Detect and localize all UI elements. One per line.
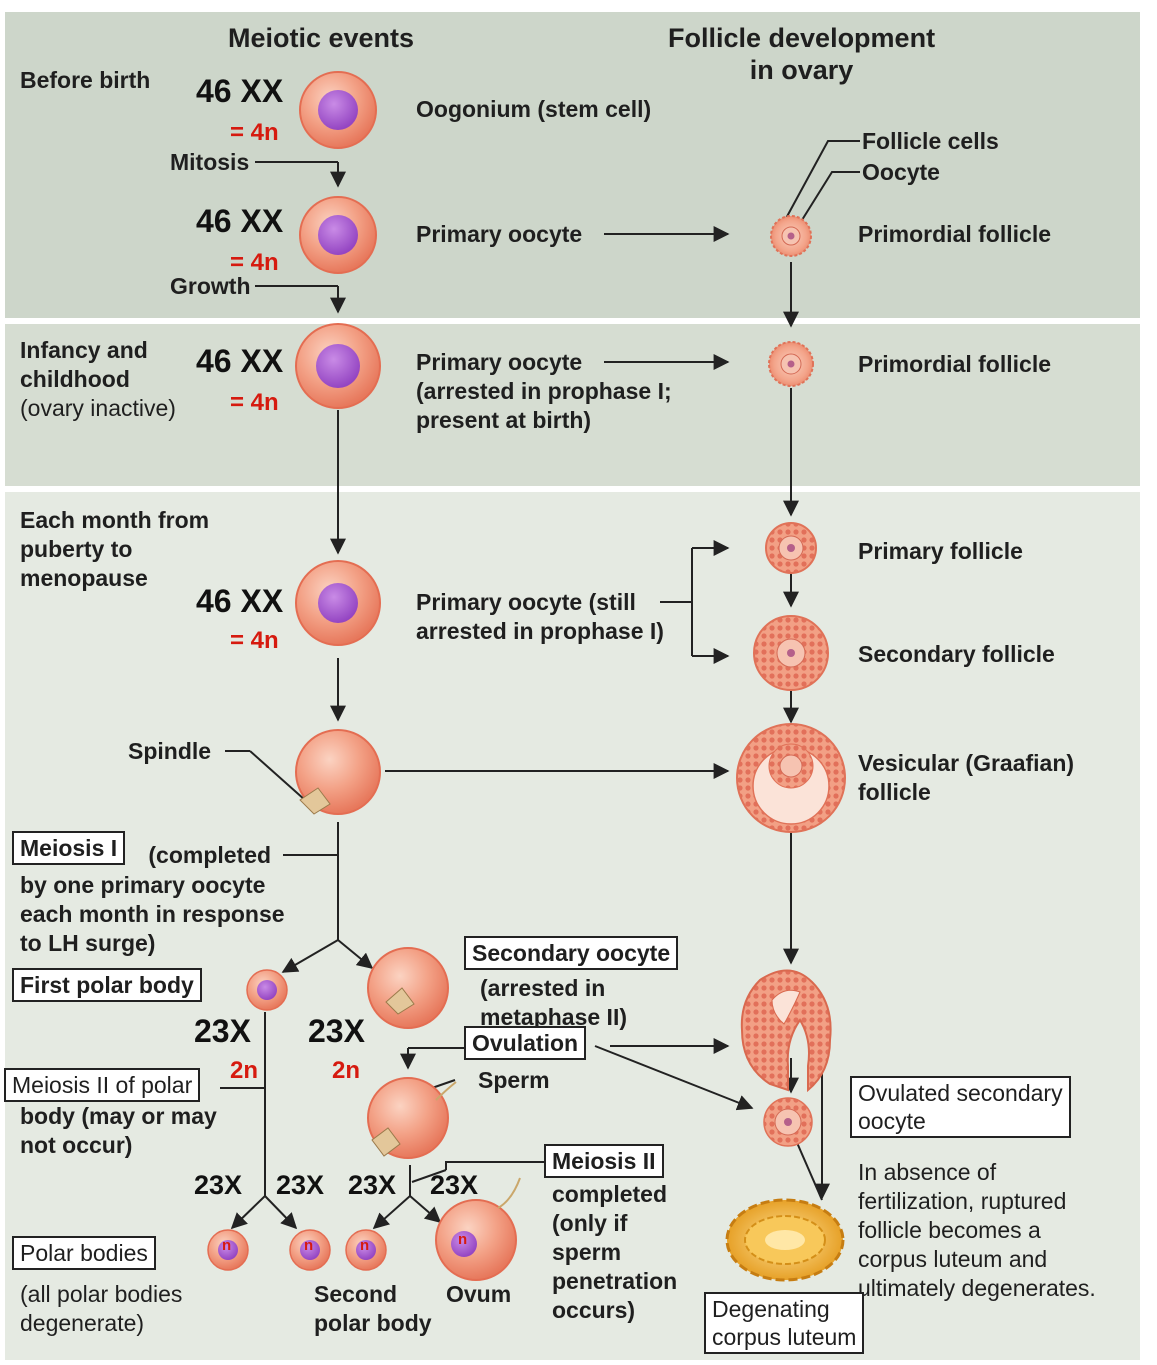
second-polar-body-n-label: n	[360, 1237, 370, 1254]
polar-body-ploidy: 2n	[230, 1057, 259, 1084]
oocyte-label: Oocyte	[862, 159, 940, 185]
final-chromosomes-4: 23X	[430, 1170, 479, 1200]
primary-oocyte-cell-3	[295, 560, 381, 646]
primary-oocyte-1-chromosomes: 46 XX	[196, 203, 284, 239]
primary-oocyte-3-chromosomes: 46 XX	[196, 583, 284, 619]
secondary-oocyte-label: Secondary oocyte	[464, 936, 679, 970]
follicle-cells-label: Follicle cells	[862, 128, 999, 154]
vesicular-follicle-label: Vesicular (Graafian) follicle	[858, 750, 1075, 805]
secondary-oocyte-chromosomes: 23X	[308, 1013, 365, 1049]
primary-oocyte-2-ploidy: = 4n	[230, 389, 279, 416]
ovulated-secondary-oocyte-icon	[763, 1097, 813, 1147]
fertilized-oocyte-cell	[367, 1077, 457, 1159]
primary-follicle-label: Primary follicle	[858, 538, 1023, 564]
primordial-follicle-2-label: Primordial follicle	[858, 351, 1051, 377]
meiosis-2-polar-label: Meiosis II of polar	[4, 1068, 201, 1102]
oogonium-chromosomes: 46 XX	[196, 73, 284, 109]
growth-label: Growth	[170, 273, 251, 299]
header-follicle-development: Follicle development in ovary	[668, 23, 936, 85]
meiosis-1-note: by one primary oocyte each month in resp…	[20, 872, 285, 956]
mitosis-label: Mitosis	[170, 149, 250, 175]
second-polar-body-cell	[345, 1229, 387, 1271]
corpus-luteum-note: In absence of fertilization, ruptured fo…	[858, 1159, 1096, 1301]
ovulation-label: Ovulation	[464, 1026, 587, 1060]
ovum-n-label: n	[458, 1231, 468, 1248]
first-polar-body-cell	[246, 969, 288, 1011]
oogonium-cell	[299, 71, 377, 149]
corpus-luteum-icon	[725, 1198, 845, 1282]
secondary-oocyte-ploidy: 2n	[332, 1057, 361, 1084]
primary-oocyte-cell-2	[295, 323, 381, 409]
primary-oocyte-2-chromosomes: 46 XX	[196, 343, 284, 379]
final-chromosomes-2: 23X	[276, 1170, 325, 1200]
primary-oocyte-1-label: Primary oocyte	[416, 221, 583, 247]
polar-body-cell-2	[289, 1229, 331, 1271]
meiosis-2-note: completed (only if sperm penetration occ…	[552, 1181, 678, 1323]
stage-infancy-note: (ovary inactive)	[20, 395, 176, 421]
primary-oocyte-3-ploidy: = 4n	[230, 627, 279, 654]
ovum-label: Ovum	[446, 1281, 512, 1307]
stage-before-birth: Before birth	[20, 67, 151, 93]
oogonium-ploidy: = 4n	[230, 119, 279, 146]
panel-infancy	[5, 324, 1140, 486]
polar-body-2-n-label: n	[304, 1237, 314, 1254]
primary-oocyte-1-ploidy: = 4n	[230, 249, 279, 276]
oogonium-label: Oogonium (stem cell)	[416, 96, 652, 122]
ruptured-follicle-icon	[740, 969, 832, 1093]
final-chromosomes-1: 23X	[194, 1170, 243, 1200]
sperm-label: Sperm	[478, 1067, 550, 1093]
polar-bodies-note: (all polar bodies degenerate)	[20, 1281, 183, 1336]
primary-follicle-icon	[765, 522, 817, 574]
stage-puberty: Each month from puberty to menopause	[20, 507, 210, 591]
polar-body-cell-1	[207, 1229, 249, 1271]
primordial-follicle-2-icon	[768, 341, 814, 387]
connector-lines	[220, 140, 860, 1230]
spindle-label: Spindle	[128, 738, 212, 764]
meiosis-1-completed-label: (completed	[142, 842, 272, 868]
meiosis-2-polar-note: body (may or may not occur)	[20, 1103, 217, 1158]
polar-bodies-label: Polar bodies	[12, 1236, 156, 1270]
secondary-oocyte-note: (arrested in metaphase II)	[480, 975, 627, 1030]
panel-before-birth	[5, 12, 1140, 318]
spindle-oocyte-cell	[295, 729, 381, 815]
primary-oocyte-3-label: Primary oocyte (still arrested in propha…	[416, 589, 664, 644]
primordial-follicle-1-label: Primordial follicle	[858, 221, 1051, 247]
primordial-follicle-1-icon	[770, 215, 812, 257]
secondary-follicle-icon	[753, 615, 829, 691]
secondary-oocyte-cell	[367, 947, 449, 1029]
meiosis-1-label: Meiosis I	[12, 831, 126, 865]
vesicular-follicle-icon	[736, 723, 846, 833]
degenerating-corpus-luteum-label: Degenating corpus luteum	[704, 1292, 865, 1354]
second-polar-body-label: Second polar body	[314, 1281, 432, 1336]
primary-oocyte-2-label: Primary oocyte (arrested in prophase I; …	[416, 349, 672, 433]
meiosis-2-label: Meiosis II	[544, 1144, 664, 1178]
primary-oocyte-cell-1	[299, 196, 377, 274]
polar-body-1-n-label: n	[222, 1237, 232, 1254]
final-chromosomes-3: 23X	[348, 1170, 397, 1200]
stage-infancy: Infancy and childhood	[20, 337, 148, 392]
panel-puberty	[5, 492, 1140, 1360]
header-meiotic-events: Meiotic events	[228, 23, 415, 53]
first-polar-body-label: First polar body	[12, 968, 202, 1002]
ovum-cell	[435, 1177, 521, 1281]
secondary-follicle-label: Secondary follicle	[858, 641, 1055, 667]
ovulated-secondary-oocyte-label: Ovulated secondary oocyte	[850, 1076, 1071, 1138]
polar-body-chromosomes: 23X	[194, 1013, 251, 1049]
